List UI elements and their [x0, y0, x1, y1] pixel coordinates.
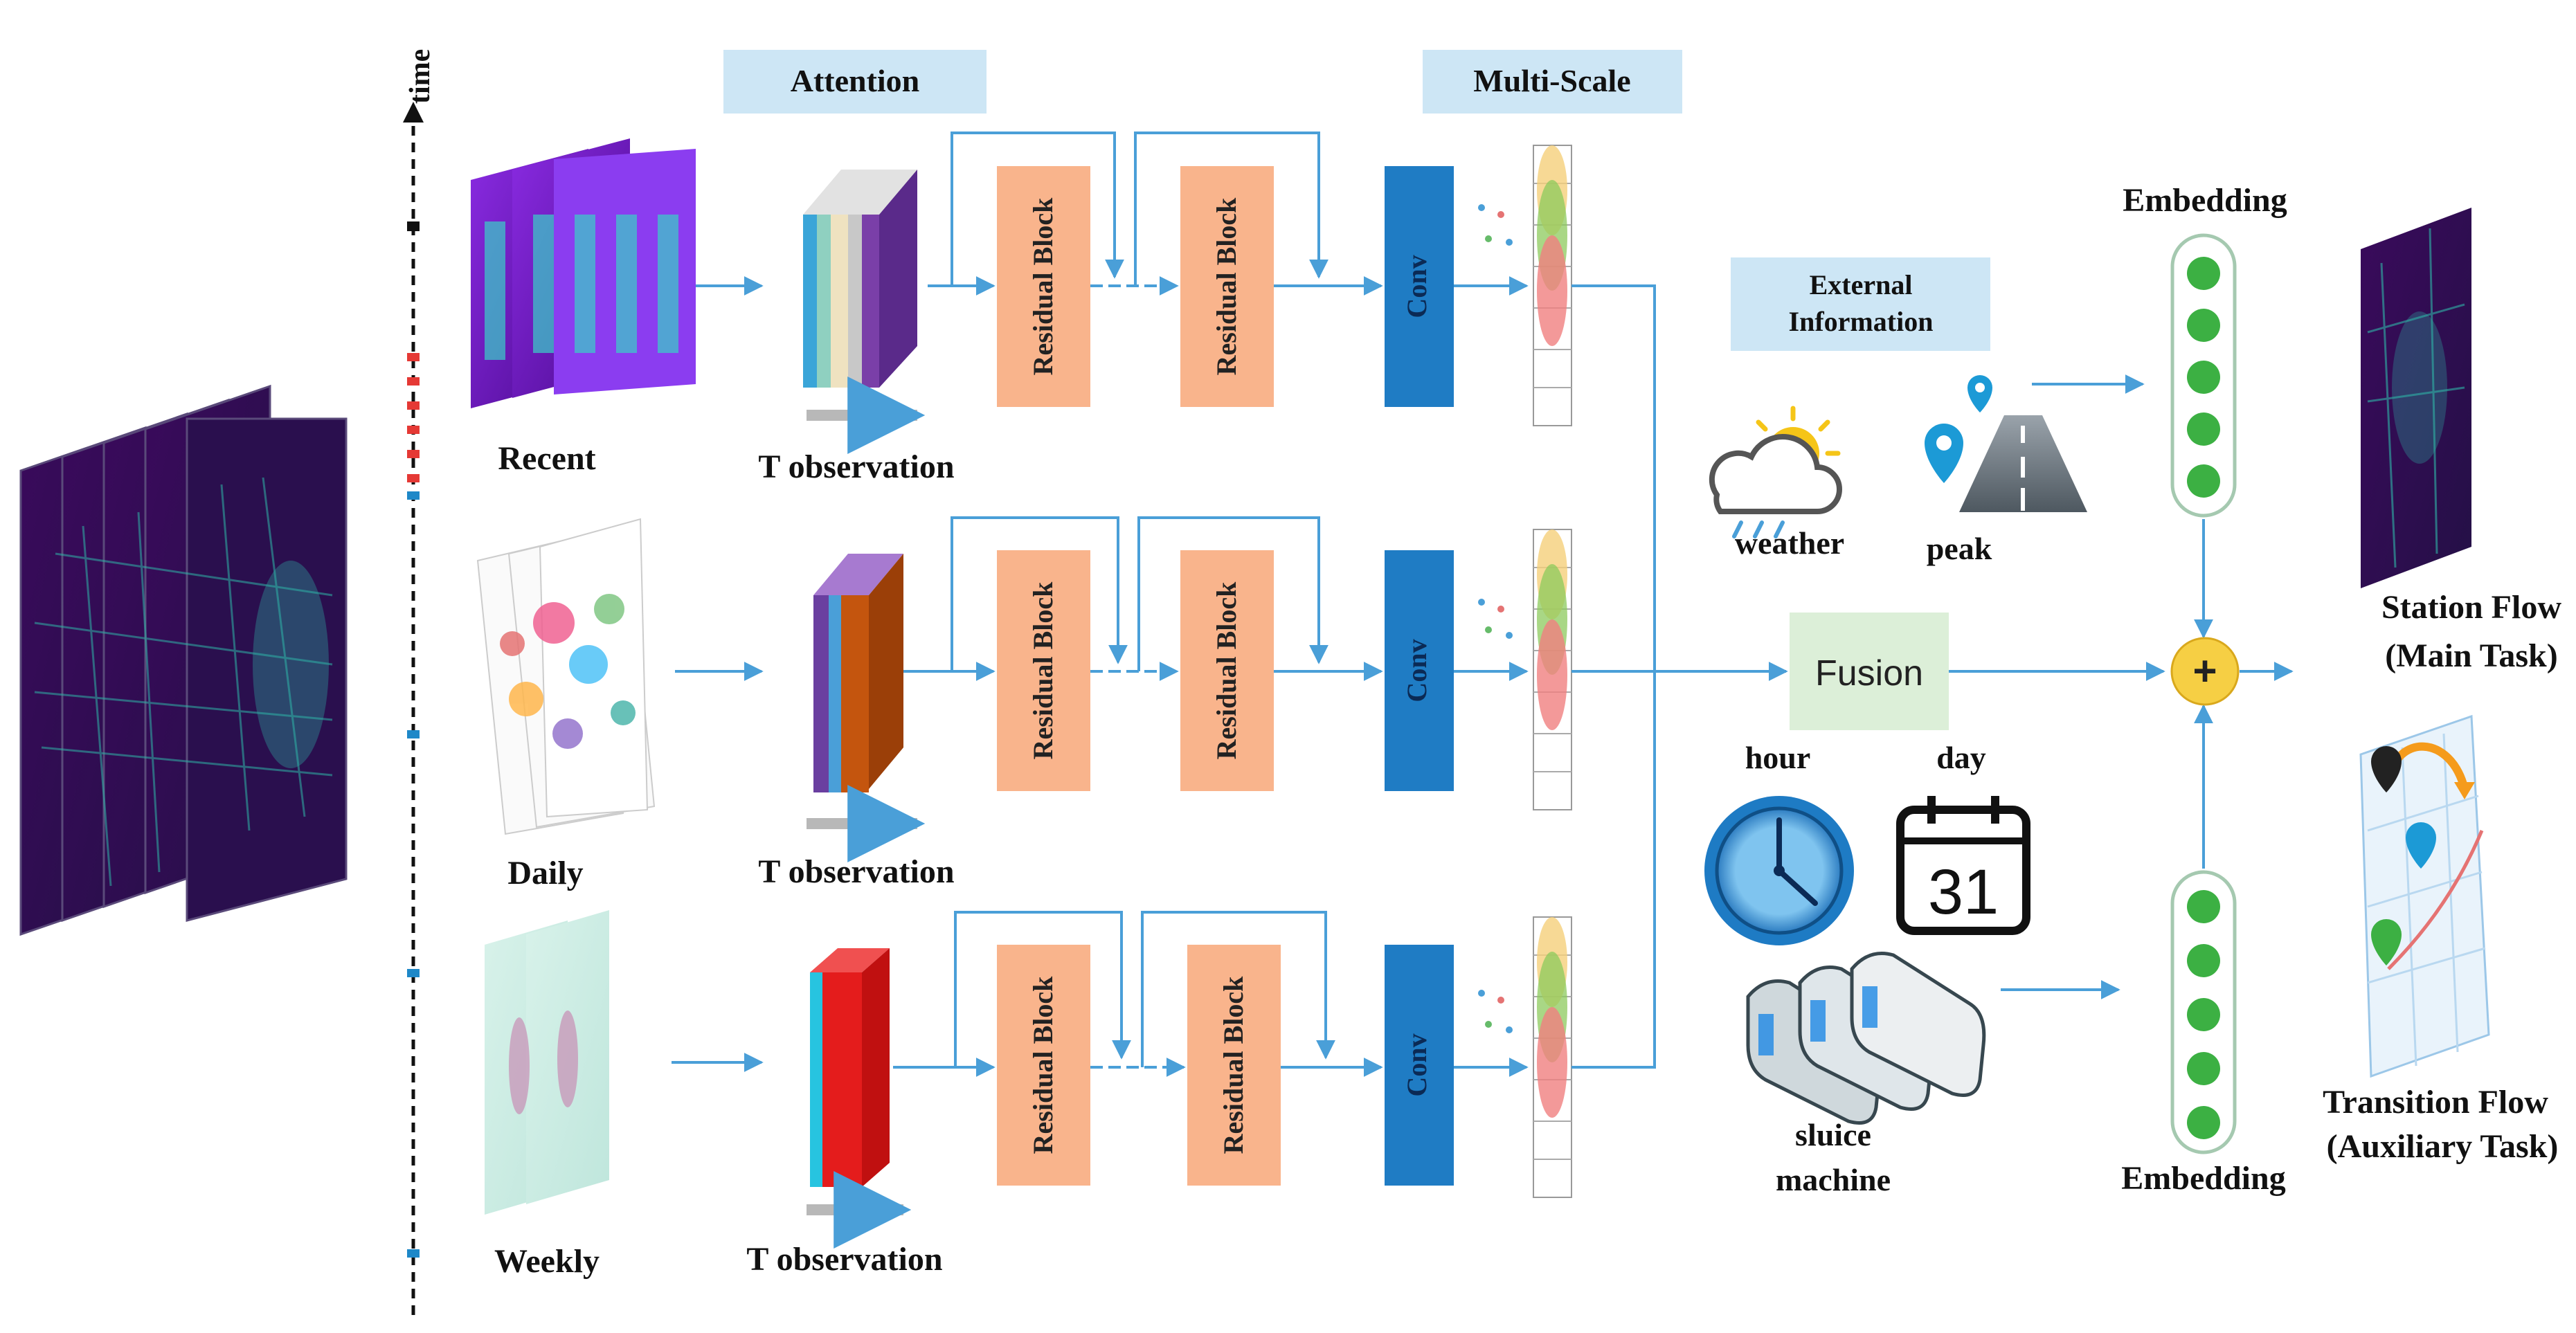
transition-flow-label-line1: Transition Flow	[2323, 1084, 2548, 1121]
external-info-header: External Information	[1731, 257, 1990, 351]
svg-text:Attention: Attention	[791, 63, 920, 98]
svg-text:Information: Information	[1789, 306, 1934, 337]
daily-residual-block-2	[1180, 550, 1274, 791]
svg-text:Conv: Conv	[1401, 1033, 1432, 1096]
branch-recent: Recent T observation Residual Block Resi…	[471, 132, 1572, 485]
recent-attention-tensor	[803, 170, 917, 388]
station-flow-label-line1: Station Flow	[2381, 589, 2561, 626]
sluice-label-line2: machine	[1776, 1162, 1891, 1197]
weekly-scale-dots	[1478, 990, 1513, 1033]
plus-node: +	[2170, 637, 2240, 706]
clock-icon	[1704, 796, 1854, 945]
svg-text:Residual Block: Residual Block	[1218, 976, 1249, 1154]
svg-text:Residual Block: Residual Block	[1027, 197, 1059, 375]
weekly-input-stack	[485, 910, 609, 1215]
weekly-residual-block-2	[1187, 945, 1281, 1186]
svg-text:Residual Block: Residual Block	[1211, 581, 1242, 759]
merge-connectors	[1571, 284, 1788, 1069]
station-flow-map	[2361, 208, 2471, 588]
svg-text:Residual Block: Residual Block	[1027, 581, 1059, 759]
calendar-icon: 31	[1896, 796, 2030, 935]
daily-residual-block-1	[997, 550, 1090, 791]
branch-daily: Daily T observation Residual Block Resid…	[476, 516, 1572, 891]
attention-header: Attention	[723, 50, 987, 114]
hour-label: hour	[1745, 740, 1811, 775]
svg-text:External: External	[1810, 269, 1913, 300]
daily-conv-block	[1385, 550, 1454, 791]
branch-weekly: Weekly T observation Residual Block Resi…	[485, 910, 1572, 1280]
embedding-bottom-label: Embedding	[2121, 1160, 2285, 1197]
input-flow-stack	[19, 384, 348, 936]
svg-text:Residual Block: Residual Block	[1027, 976, 1059, 1154]
daily-label: Daily	[507, 855, 583, 891]
weekly-multiscale-column	[1533, 916, 1572, 1198]
transition-flow-map	[2359, 714, 2490, 1078]
recent-label: Recent	[498, 440, 595, 477]
recent-scale-dots	[1478, 204, 1513, 246]
day-label: day	[1936, 740, 1986, 775]
embedding-top-column	[2170, 233, 2237, 518]
svg-text:Multi-Scale: Multi-Scale	[1473, 63, 1630, 98]
daily-multiscale-column	[1533, 529, 1572, 810]
weekly-attention-tensor	[810, 948, 890, 1187]
recent-residual-block-2	[1180, 166, 1274, 407]
weekly-observation-label: T observation	[746, 1241, 942, 1278]
station-flow-label-line2: (Main Task)	[2385, 637, 2557, 674]
weather-icon	[1709, 406, 1842, 538]
multi-scale-header: Multi-Scale	[1423, 50, 1682, 114]
recent-observation-label: T observation	[758, 448, 954, 485]
peak-icon	[1925, 375, 2087, 512]
transition-flow-label-line2: (Auxiliary Task)	[2327, 1128, 2559, 1165]
fusion-box: Fusion	[1790, 613, 1949, 730]
daily-input-stack	[476, 518, 656, 835]
embedding-top-label: Embedding	[2123, 182, 2287, 219]
recent-input-stack	[471, 138, 696, 408]
sluice-machine-icon	[1746, 952, 1986, 1125]
svg-text:Fusion: Fusion	[1815, 653, 1923, 693]
daily-scale-dots	[1478, 599, 1513, 639]
weekly-residual-block-1	[997, 945, 1090, 1186]
weekly-label: Weekly	[494, 1243, 600, 1280]
weekly-conv-block	[1385, 945, 1454, 1186]
peak-label: peak	[1927, 531, 1992, 566]
svg-text:Residual Block: Residual Block	[1211, 197, 1242, 375]
recent-multiscale-column	[1533, 145, 1572, 426]
recent-conv-block	[1385, 166, 1454, 407]
daily-observation-label: T observation	[758, 853, 954, 890]
timeline-label: time	[404, 49, 436, 104]
calendar-day-number: 31	[1928, 857, 1999, 927]
svg-text:Conv: Conv	[1401, 255, 1432, 318]
timeline: time	[403, 49, 436, 1315]
recent-residual-block-1	[997, 166, 1090, 407]
daily-attention-tensor	[813, 554, 903, 792]
weather-label: weather	[1735, 525, 1844, 561]
svg-text:Conv: Conv	[1401, 639, 1432, 702]
sluice-label-line1: sluice	[1795, 1117, 1871, 1152]
embedding-bottom-column	[2170, 870, 2237, 1154]
svg-text:+: +	[2192, 648, 2217, 694]
